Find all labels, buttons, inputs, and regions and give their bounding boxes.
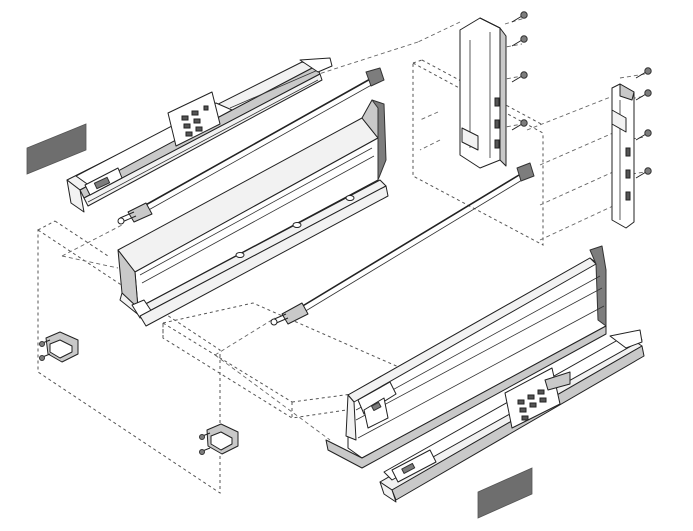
rod-lower (270, 162, 535, 326)
screw-icon (511, 11, 528, 23)
runner-right-slots (517, 389, 547, 421)
rear-bracket-left (459, 17, 507, 169)
rear-bracket-right (611, 83, 635, 229)
screw-icon (635, 129, 652, 141)
screw-icon (635, 167, 652, 179)
screws-group-right (635, 67, 652, 179)
screw-icon (511, 119, 528, 131)
side-panel-left (117, 99, 389, 327)
screw-icon (635, 89, 652, 101)
front-fitting-upper (39, 331, 79, 363)
screw-icon (511, 71, 528, 83)
runner-right (379, 329, 645, 503)
screw-icon (635, 67, 652, 79)
rod-upper (117, 67, 385, 225)
runner-left (66, 57, 333, 213)
runner-left-slots (181, 105, 209, 137)
side-panel-right (325, 245, 607, 469)
screws-group-left (511, 11, 528, 131)
screw-icon (511, 35, 528, 47)
tilted-square-icon (26, 123, 87, 175)
tilted-square-icon (477, 467, 533, 519)
front-fitting-lower (199, 423, 239, 455)
